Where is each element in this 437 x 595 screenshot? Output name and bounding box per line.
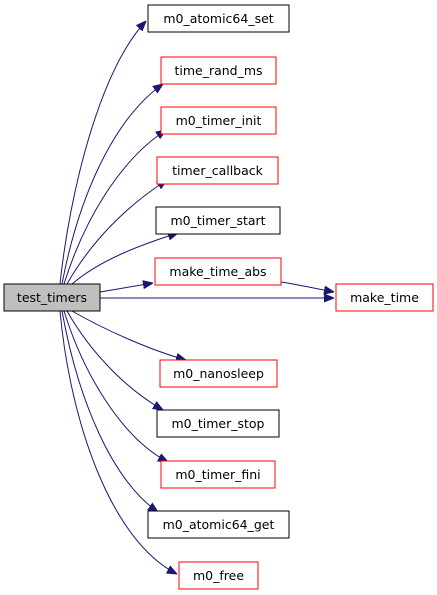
node-box: [159, 359, 278, 388]
node-box: [160, 460, 276, 489]
node-box: [3, 283, 101, 312]
node-label: m0_nanosleep: [173, 366, 264, 381]
node-m0_timer_fini[interactable]: m0_timer_fini: [160, 460, 276, 489]
node-make_time_abs[interactable]: make_time_abs: [154, 257, 282, 286]
node-box: [160, 106, 277, 135]
root-node-test_timers[interactable]: test_timers: [3, 283, 101, 312]
edge-test_timers-to-m0_atomic64_set: [59, 21, 146, 285]
edge-test_timers-to-m0_free: [59, 310, 177, 574]
node-box: [155, 206, 281, 235]
node-label: make_time: [350, 290, 419, 305]
node-m0_timer_start[interactable]: m0_timer_start: [155, 206, 281, 235]
edge-test_timers-to-timer_callback: [66, 180, 167, 285]
node-label: time_rand_ms: [174, 63, 262, 78]
node-timer_callback[interactable]: timer_callback: [156, 156, 279, 185]
edge-test_timers-to-time_rand_ms: [61, 84, 163, 285]
node-label: m0_timer_init: [176, 113, 262, 128]
node-label: m0_atomic64_get: [163, 517, 275, 532]
node-box: [335, 283, 434, 312]
node-m0_timer_init[interactable]: m0_timer_init: [160, 106, 277, 135]
node-layer: test_timers m0_atomic64_set time_rand_ms m0…: [3, 4, 434, 590]
edge-make_time_abs-to-make_time: [280, 281, 334, 292]
node-label: m0_timer_stop: [171, 416, 264, 431]
node-make_time[interactable]: make_time: [335, 283, 434, 312]
node-box: [147, 510, 290, 539]
node-time_rand_ms[interactable]: time_rand_ms: [160, 56, 277, 85]
node-box: [147, 4, 290, 33]
node-m0_timer_stop[interactable]: m0_timer_stop: [156, 409, 280, 438]
node-box: [154, 257, 282, 286]
node-m0_nanosleep[interactable]: m0_nanosleep: [159, 359, 278, 388]
edge-test_timers-to-m0_timer_init: [63, 130, 166, 285]
edge-test_timers-to-m0_timer_stop: [66, 310, 163, 410]
node-m0_free[interactable]: m0_free: [178, 561, 259, 590]
edge-test_timers-to-m0_atomic64_get: [61, 310, 158, 512]
node-m0_atomic64_get[interactable]: m0_atomic64_get: [147, 510, 290, 539]
node-label: m0_atomic64_set: [163, 11, 273, 26]
node-label: m0_timer_start: [170, 213, 265, 228]
node-m0_atomic64_set[interactable]: m0_atomic64_set: [147, 4, 290, 33]
edge-test_timers-to-m0_timer_fini: [63, 310, 168, 462]
node-box: [156, 409, 280, 438]
node-label: m0_free: [193, 568, 244, 583]
edge-test_timers-to-m0_timer_start: [71, 233, 178, 285]
node-box: [156, 156, 279, 185]
node-label: test_timers: [17, 290, 87, 305]
node-label: m0_timer_fini: [175, 467, 260, 482]
edge-test_timers-to-make_time_abs: [99, 283, 153, 293]
node-label: timer_callback: [172, 163, 264, 178]
node-box: [160, 56, 277, 85]
edge-test_timers-to-m0_nanosleep: [71, 310, 186, 360]
edge-layer: [59, 21, 334, 574]
node-box: [178, 561, 259, 590]
node-label: make_time_abs: [169, 264, 266, 279]
